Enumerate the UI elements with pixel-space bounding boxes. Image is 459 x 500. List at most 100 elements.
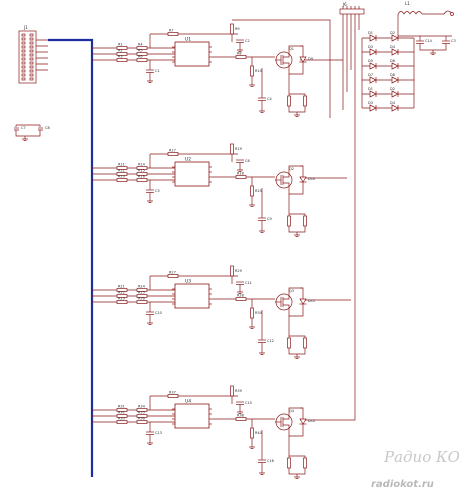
- diode-label: D2: [390, 87, 395, 91]
- resistor-label: R9: [235, 27, 240, 31]
- diode-label: D9: [308, 57, 313, 61]
- driver-ic: [174, 161, 210, 187]
- diode-label: D6: [390, 59, 395, 63]
- diode-rail: [361, 38, 415, 108]
- left-capacitors: C7 C8: [14, 124, 50, 141]
- diode: [391, 90, 399, 98]
- connector-pin: [29, 45, 34, 49]
- resistor: [250, 65, 254, 77]
- diode: [299, 298, 307, 305]
- diode: [299, 418, 307, 425]
- resistor: [287, 95, 291, 107]
- ground-symbol: [294, 112, 300, 117]
- wire: [288, 165, 304, 195]
- resistor: [136, 172, 148, 176]
- connector-pin: [29, 37, 34, 41]
- resistor: [116, 46, 128, 50]
- connector-pin: [29, 57, 34, 61]
- resistor-label: R35: [138, 411, 145, 415]
- resistor-label: R29: [235, 269, 242, 273]
- ground-symbol: [259, 228, 265, 233]
- resistor-label: R13: [118, 175, 125, 179]
- wire: [288, 407, 304, 437]
- connector-pin: [21, 49, 26, 53]
- diode: [391, 48, 399, 56]
- capacitor-label: C9: [267, 217, 272, 221]
- diode: [391, 34, 399, 42]
- resistor: [116, 414, 128, 418]
- output-cap-c3: C3: [451, 39, 456, 43]
- diode-label: D1: [368, 87, 373, 91]
- connector-pin: [21, 73, 26, 77]
- wire: [288, 455, 306, 475]
- resistor: [287, 337, 291, 349]
- ground-symbol: [147, 320, 153, 325]
- resistor-label: R40: [255, 431, 262, 435]
- resistor: [136, 166, 148, 170]
- wire: [288, 335, 306, 355]
- resistor-label: R26: [138, 297, 145, 301]
- diode-label: D4: [390, 101, 396, 105]
- resistor: [303, 215, 307, 227]
- resistor-label: R7: [169, 29, 174, 33]
- resistor: [136, 408, 148, 412]
- diode: [369, 62, 377, 70]
- cap-c8-label: C8: [45, 126, 50, 130]
- ground-symbol: [259, 108, 265, 113]
- ground-symbol: [249, 324, 255, 329]
- capacitor-label: C12: [267, 339, 274, 343]
- resistor-label: R30: [255, 311, 262, 315]
- resistor-label: R38: [237, 414, 244, 418]
- diode: [369, 90, 377, 98]
- resistor: [116, 420, 128, 424]
- driver-ic: [174, 283, 210, 309]
- resistor-label: R28: [237, 294, 244, 298]
- driver-ic-ref: U2: [185, 157, 191, 163]
- resistor-label: R2: [118, 49, 123, 53]
- resistor: [287, 215, 291, 227]
- ground-symbol: [294, 232, 300, 237]
- diode: [369, 34, 377, 42]
- watermark-line1: Радио КОТ: [383, 448, 459, 466]
- resistor: [136, 58, 148, 62]
- resistor-label: R20: [255, 189, 262, 193]
- diode: [299, 56, 307, 63]
- watermark-line2: radiokot.ru: [371, 479, 434, 490]
- resistor: [136, 288, 148, 292]
- ground-symbol: [294, 354, 300, 359]
- capacitor-label: C6: [245, 159, 250, 163]
- cap-c7-label: C7: [21, 126, 26, 130]
- connector-pin: [21, 69, 26, 73]
- resistor: [303, 337, 307, 349]
- diode: [391, 76, 399, 84]
- resistor-label: R19: [235, 147, 242, 151]
- resistor-label: R32: [118, 411, 125, 415]
- connector-pin: [21, 57, 26, 61]
- capacitor-label: C15: [245, 401, 252, 405]
- driver-ic-ref: U3: [185, 279, 191, 285]
- diode: [369, 48, 377, 56]
- diode-label: D5: [368, 59, 373, 63]
- connector-pins: [21, 33, 34, 81]
- resistor: [116, 288, 128, 292]
- resistor-label: R4: [138, 43, 143, 47]
- wire: [288, 287, 304, 317]
- resistor-label: R17: [169, 149, 176, 153]
- resistor: [167, 394, 179, 398]
- diode-label: D7: [368, 73, 373, 77]
- resistor-label: R34: [138, 405, 146, 409]
- resistor-label: R24: [138, 285, 146, 289]
- resistor: [116, 300, 128, 304]
- output-connector-ref: J6: [342, 2, 347, 7]
- resistor-label: R27: [169, 271, 176, 275]
- inductor-ref: L1: [405, 1, 410, 6]
- resistor-label: R14: [138, 163, 146, 167]
- resistor: [136, 414, 148, 418]
- ground-symbol: [147, 198, 153, 203]
- mosfet-ref: Q2: [289, 167, 294, 171]
- connector-pin: [29, 53, 34, 57]
